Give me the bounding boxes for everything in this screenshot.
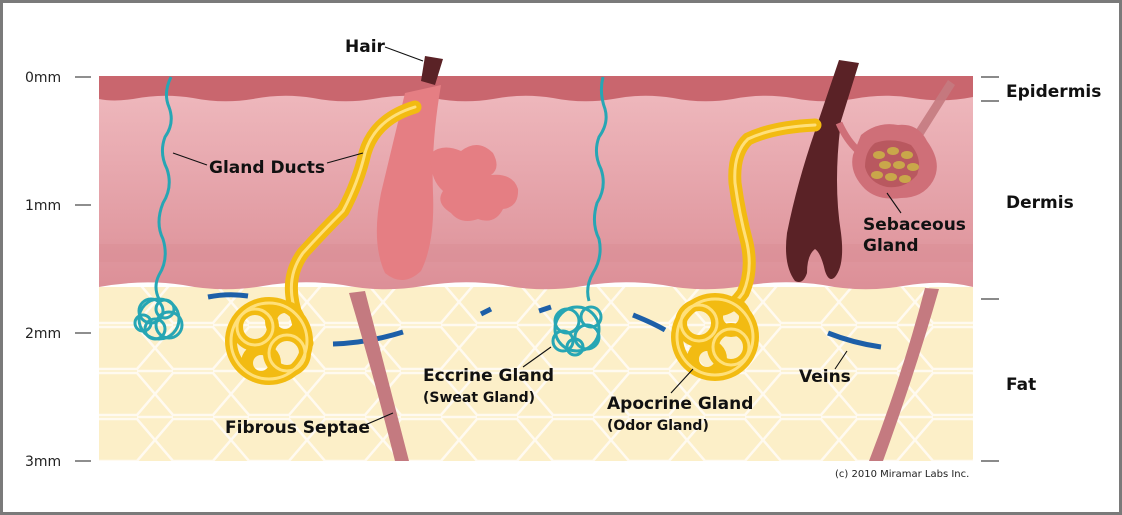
eccrine-gland-left	[133, 76, 184, 341]
layer-label-epidermis: Epidermis	[1006, 82, 1101, 102]
label-sweat-gland: (Sweat Gland)	[423, 390, 535, 406]
label-gland-ducts: Gland Ducts	[209, 158, 325, 178]
depth-scale: 0mm 1mm 2mm 3mm	[25, 70, 91, 470]
apocrine-gland-left	[225, 100, 422, 385]
hair-follicle-left	[376, 56, 519, 281]
skin-diagram: 0mm 1mm 2mm 3mm Epidermis Dermis Fat Hai…	[25, 37, 1101, 480]
depth-label-3mm: 3mm	[25, 454, 61, 470]
label-hair: Hair	[345, 37, 386, 57]
eccrine-gland-right	[551, 76, 608, 357]
apocrine-gland-right	[671, 118, 822, 381]
label-apocrine-gland: Apocrine Gland	[607, 394, 753, 414]
layer-label-dermis: Dermis	[1006, 193, 1074, 213]
label-odor-gland: (Odor Gland)	[607, 418, 709, 434]
label-fibrous-septae: Fibrous Septae	[225, 418, 370, 438]
depth-label-2mm: 2mm	[25, 326, 61, 342]
callouts: Hair Gland Ducts Fibrous Septae Eccrine …	[172, 37, 966, 438]
label-veins: Veins	[799, 367, 851, 387]
copyright-credit: (c) 2010 Miramar Labs Inc.	[835, 469, 969, 480]
depth-label-1mm: 1mm	[25, 198, 61, 214]
depth-label-0mm: 0mm	[25, 70, 61, 86]
label-sebaceous-gland: Gland	[863, 236, 919, 256]
label-sebaceous: Sebaceous	[863, 215, 966, 235]
layer-label-fat: Fat	[1006, 375, 1036, 395]
label-eccrine-gland: Eccrine Gland	[423, 366, 554, 386]
epidermis-layer	[99, 76, 973, 102]
layer-markers: Epidermis Dermis Fat	[981, 76, 1101, 462]
hair-follicle-right	[786, 60, 937, 282]
